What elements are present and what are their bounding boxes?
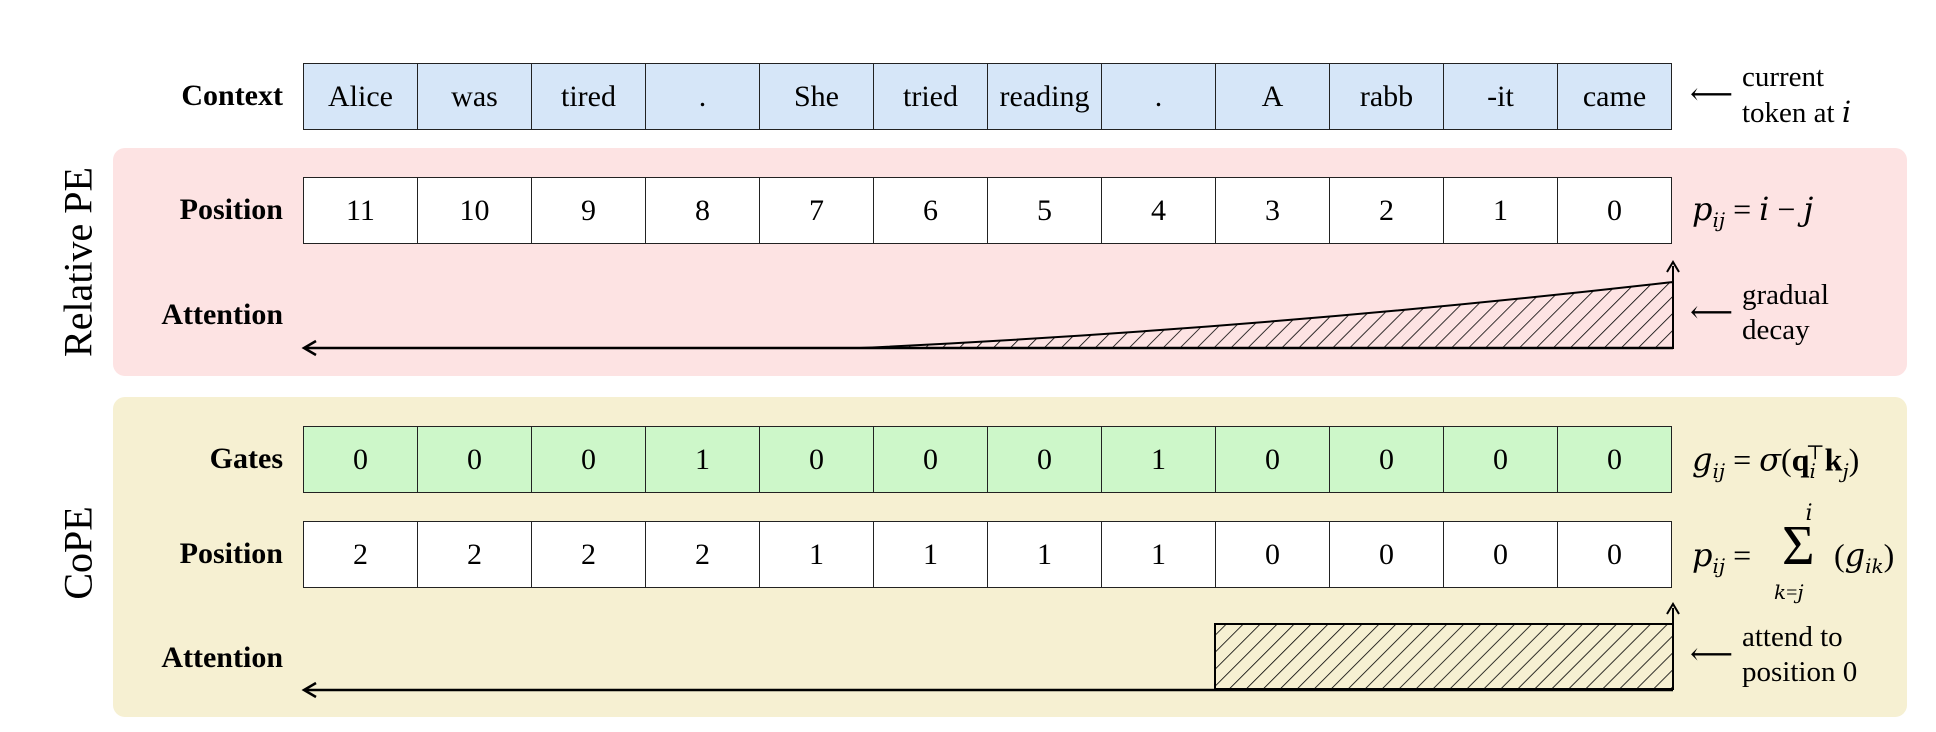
gate-cell: 0: [1329, 426, 1444, 493]
context-token-cell: tried: [873, 63, 988, 130]
cope-position-cell: 2: [645, 521, 760, 588]
gates-label: Gates: [209, 442, 283, 475]
context-label: Context: [181, 79, 283, 112]
relative-position-cell: 6: [873, 177, 988, 244]
cope-position-cell: 2: [531, 521, 646, 588]
note-line-1: gradual: [1742, 279, 1829, 311]
gate-cell: 0: [1443, 426, 1558, 493]
cope-position-label: Position: [179, 537, 283, 570]
relative-position-cell: 9: [531, 177, 646, 244]
left-arrow-icon: ⟵: [1690, 296, 1734, 329]
relative-position-cell: 2: [1329, 177, 1444, 244]
relative-position-label: Position: [179, 193, 283, 226]
gate-cell: 0: [531, 426, 646, 493]
cope-position-cell: 0: [1443, 521, 1558, 588]
up-arrow-icon: [1666, 260, 1680, 273]
relative-position-cell: 1: [1443, 177, 1558, 244]
cope-position-cell: 1: [1101, 521, 1216, 588]
gate-cell: 0: [303, 426, 418, 493]
gate-cell: 1: [1101, 426, 1216, 493]
cope-position-cell: 2: [303, 521, 418, 588]
cope-position-cell: 1: [873, 521, 988, 588]
cope-position-cell: 1: [987, 521, 1102, 588]
context-token-cell: came: [1557, 63, 1672, 130]
context-token-cell: .: [1101, 63, 1216, 130]
left-arrow-icon: ⟵: [1690, 78, 1734, 111]
relative-position-formula: pij = i − j: [1692, 190, 1814, 233]
relative-position-cell: 4: [1101, 177, 1216, 244]
cope-up-arrow-icon: [1666, 602, 1680, 615]
relative-position-cell: 10: [417, 177, 532, 244]
context-token-cell: rabb: [1329, 63, 1444, 130]
cope-attention-label: Attention: [161, 641, 283, 674]
gate-cell: 0: [1557, 426, 1672, 493]
cope-position-cell: 0: [1215, 521, 1330, 588]
cope-position-cell: 0: [1329, 521, 1444, 588]
left-arrow-head-icon: [301, 339, 317, 357]
context-token-cell: A: [1215, 63, 1330, 130]
gate-cell: 0: [987, 426, 1102, 493]
relative-position-cell: 5: [987, 177, 1102, 244]
context-token-cell: was: [417, 63, 532, 130]
cope-position-cell: 1: [759, 521, 874, 588]
relative-attention-label: Attention: [161, 298, 283, 331]
gradual-decay-area: [859, 280, 1674, 349]
gate-cell: 0: [873, 426, 988, 493]
cope-attention-area: [1214, 623, 1674, 690]
context-token-cell: -it: [1443, 63, 1558, 130]
cope-position-cell: 2: [417, 521, 532, 588]
gate-cell: 0: [1215, 426, 1330, 493]
context-token-cell: tired: [531, 63, 646, 130]
note-line-1: attend to: [1742, 621, 1843, 653]
relative-position-cell: 11: [303, 177, 418, 244]
gate-cell: 0: [759, 426, 874, 493]
cope-position-cell: 0: [1557, 521, 1672, 588]
gate-cell: 0: [417, 426, 532, 493]
gate-cell: 1: [645, 426, 760, 493]
context-token-cell: .: [645, 63, 760, 130]
left-arrow-icon: ⟵: [1690, 638, 1734, 671]
note-line-2: decay: [1742, 314, 1810, 346]
context-token-cell: She: [759, 63, 874, 130]
note-line-1: current: [1742, 61, 1825, 93]
relative-position-cell: 0: [1557, 177, 1672, 244]
relative-position-cell: 8: [645, 177, 760, 244]
relative-position-cell: 7: [759, 177, 874, 244]
cope-left-arrow-head-icon: [301, 681, 317, 699]
relative-position-cell: 3: [1215, 177, 1330, 244]
note-line-2: token at i: [1742, 95, 1852, 129]
note-line-2: position 0: [1742, 656, 1858, 688]
context-token-cell: reading: [987, 63, 1102, 130]
gates-formula: gij = σ(qi⊤kj): [1692, 440, 1860, 484]
